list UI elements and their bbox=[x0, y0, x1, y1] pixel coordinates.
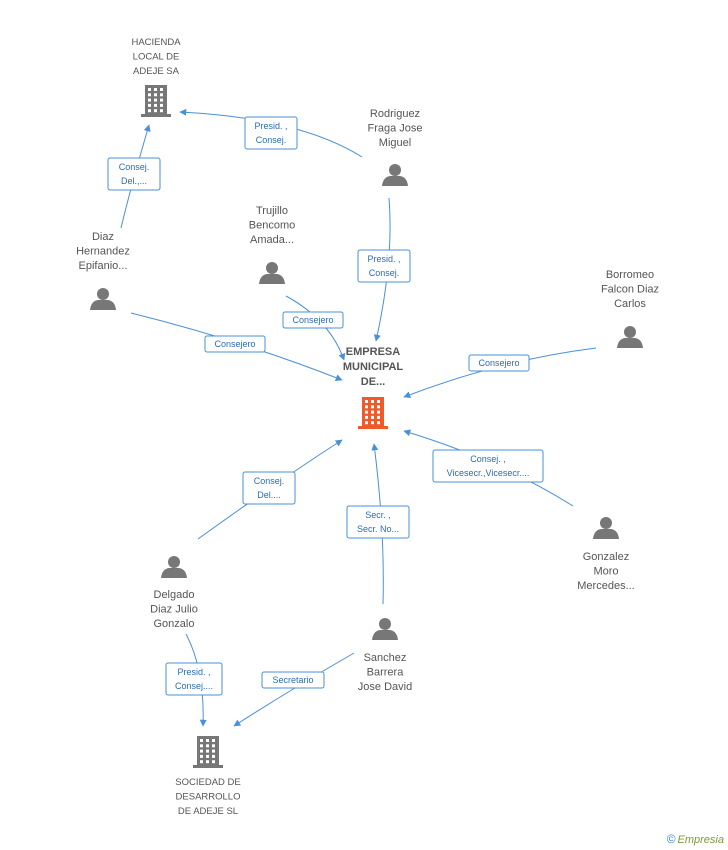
node-label: Epifanio... bbox=[79, 260, 128, 272]
node-label: Fraga Jose bbox=[367, 123, 422, 135]
node-label: Carlos bbox=[614, 298, 646, 310]
edge-label-text: Secretario bbox=[272, 675, 313, 685]
person-icon bbox=[382, 164, 408, 186]
company-hacienda[interactable]: HACIENDA LOCAL DE ADEJE SA bbox=[131, 37, 181, 117]
edge-label-text: Secr. , bbox=[365, 510, 391, 520]
node-label: Rodriguez bbox=[370, 108, 420, 120]
person-icon bbox=[161, 556, 187, 578]
edge-label-text: Consejero bbox=[292, 315, 333, 325]
edge-label-box bbox=[107, 157, 161, 191]
node-label: Borromeo bbox=[606, 269, 654, 281]
nodes-layer: EMPRESA MUNICIPAL DE... HACIENDA LOCAL DE ADE… bbox=[76, 37, 659, 817]
edge-label-rodriguez-to-hacienda[interactable]: Presid. , Consej. bbox=[244, 116, 298, 150]
edge-label-text: Consej. , bbox=[470, 454, 506, 464]
node-label: Barrera bbox=[367, 667, 405, 679]
person-trujillo[interactable]: TrujilloBencomoAmada... bbox=[249, 205, 295, 284]
edge-label-borromeo-to-center[interactable]: Consejero bbox=[468, 354, 530, 372]
brand-name: Empresia bbox=[677, 834, 724, 846]
edge-label-sanchez-to-sociedad[interactable]: Secretario bbox=[261, 671, 325, 689]
node-label: SOCIEDAD DE bbox=[175, 777, 240, 788]
edge-label-gonzalez-to-center[interactable]: Consej. , Vicesecr.,Vicesecr.... bbox=[432, 449, 544, 483]
edge-label-rodriguez-to-center[interactable]: Presid. , Consej. bbox=[357, 249, 411, 283]
edge-labels-layer: Presid. , Consej. Consej. Del.,... Presid. ,… bbox=[107, 116, 544, 696]
node-label: Gonzalo bbox=[154, 618, 195, 630]
person-icon bbox=[90, 288, 116, 310]
edges-layer bbox=[120, 108, 597, 727]
person-icon bbox=[593, 517, 619, 539]
person-diaz[interactable]: DiazHernandezEpifanio... bbox=[76, 231, 130, 310]
building-icon bbox=[141, 85, 171, 117]
edge-label-box bbox=[282, 311, 344, 329]
edge-label-box bbox=[432, 449, 544, 483]
edge-label-diaz-to-hacienda[interactable]: Consej. Del.,... bbox=[107, 157, 161, 191]
brand-watermark[interactable]: ©Empresia bbox=[667, 832, 724, 846]
edge-label-box bbox=[346, 505, 410, 539]
edge-label-text: Consej. bbox=[119, 162, 150, 172]
person-icon bbox=[259, 262, 285, 284]
node-label: Amada... bbox=[250, 234, 294, 246]
node-label: DESARROLLO bbox=[176, 792, 241, 803]
edge-label-text: Consej. bbox=[369, 268, 400, 278]
node-label: Gonzalez bbox=[583, 551, 629, 563]
node-label: MUNICIPAL bbox=[343, 361, 404, 373]
node-label: Jose David bbox=[358, 681, 412, 693]
node-label: Hernandez bbox=[76, 246, 130, 258]
building-icon bbox=[358, 397, 388, 429]
edge-label-text: Consej.... bbox=[175, 681, 213, 691]
node-label: LOCAL DE bbox=[133, 52, 180, 63]
edge-label-diaz-to-center[interactable]: Consejero bbox=[204, 335, 266, 353]
company-center[interactable]: EMPRESA MUNICIPAL DE... bbox=[343, 346, 404, 429]
person-icon bbox=[617, 326, 643, 348]
copyright-icon: © bbox=[666, 832, 676, 846]
node-label: ADEJE SA bbox=[133, 66, 180, 77]
person-gonzalez[interactable]: GonzalezMoroMercedes... bbox=[577, 517, 635, 592]
edge-label-box bbox=[204, 335, 266, 353]
edge-label-text: Presid. , bbox=[254, 121, 287, 131]
edge-label-box bbox=[242, 471, 296, 505]
edge-label-delgado-to-sociedad[interactable]: Presid. , Consej.... bbox=[165, 662, 223, 696]
edge-label-text: Del.,... bbox=[121, 176, 147, 186]
edge-label-trujillo-to-center[interactable]: Consejero bbox=[282, 311, 344, 329]
node-label: Miguel bbox=[379, 137, 411, 149]
node-label: Sanchez bbox=[364, 652, 407, 664]
edge-label-delgado-to-center[interactable]: Consej. Del.... bbox=[242, 471, 296, 505]
edge-label-box bbox=[244, 116, 298, 150]
edge-label-text: Del.... bbox=[257, 490, 281, 500]
edge-label-box bbox=[261, 671, 325, 689]
node-label: Diaz Julio bbox=[150, 604, 198, 616]
node-label: EMPRESA bbox=[346, 346, 400, 358]
edge-label-text: Consej. bbox=[254, 476, 285, 486]
node-label: Bencomo bbox=[249, 220, 295, 232]
edge-label-text: Vicesecr.,Vicesecr.... bbox=[447, 468, 530, 478]
node-label: DE... bbox=[361, 376, 385, 388]
node-label: Delgado bbox=[154, 589, 195, 601]
edge-label-box bbox=[357, 249, 411, 283]
company-sociedad[interactable]: SOCIEDAD DE DESARROLLO DE ADEJE SL bbox=[175, 736, 241, 817]
person-icon bbox=[372, 618, 398, 640]
edge-sanchez-to-sociedad bbox=[233, 652, 355, 727]
edge-label-sanchez-to-center[interactable]: Secr. , Secr. No... bbox=[346, 505, 410, 539]
edge-label-text: Consejero bbox=[214, 339, 255, 349]
building-icon bbox=[193, 736, 223, 768]
node-label: Falcon Diaz bbox=[601, 284, 659, 296]
edge-label-box bbox=[468, 354, 530, 372]
node-label: Trujillo bbox=[256, 205, 288, 217]
node-label: Mercedes... bbox=[577, 580, 634, 592]
node-label: Moro bbox=[593, 566, 618, 578]
edge-label-text: Secr. No... bbox=[357, 524, 399, 534]
node-label: Diaz bbox=[92, 231, 114, 243]
edge-label-text: Consej. bbox=[256, 135, 287, 145]
node-label: DE ADEJE SL bbox=[178, 806, 238, 817]
node-label: HACIENDA bbox=[131, 37, 181, 48]
edge-label-text: Consejero bbox=[478, 358, 519, 368]
edge-label-text: Presid. , bbox=[177, 667, 210, 677]
edge-label-text: Presid. , bbox=[367, 254, 400, 264]
edge-label-box bbox=[165, 662, 223, 696]
